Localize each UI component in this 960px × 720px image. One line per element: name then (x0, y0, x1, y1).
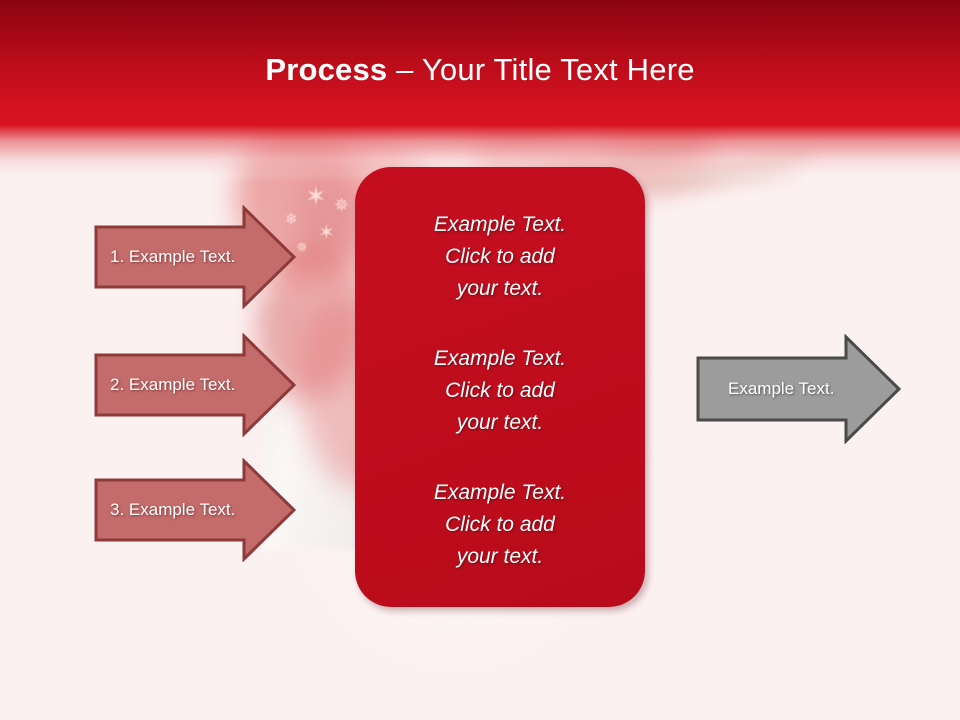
page-title: Process – Your Title Text Here (0, 52, 960, 88)
page-title-strong: Process (265, 52, 388, 87)
panel-text-block-1[interactable]: Example Text. Click to add your text. (433, 213, 567, 301)
snowflake-icon: ✶ (318, 222, 335, 244)
arrow-right-icon (94, 458, 296, 562)
center-content-panel[interactable]: Example Text. Click to add your text. Ex… (355, 167, 645, 607)
arrow-right-icon (94, 205, 296, 309)
snowflake-icon: ✵ (334, 195, 350, 215)
page-title-rest: – Your Title Text Here (387, 52, 695, 87)
snowflake-icon: ✵ (296, 239, 308, 255)
panel-text-block-2[interactable]: Example Text. Click to add your text. (433, 347, 567, 434)
snowflake-icon: ✶ (305, 181, 327, 211)
process-arrow-2[interactable]: 2. Example Text. (94, 333, 296, 437)
arrow-right-icon (94, 333, 296, 437)
header-banner (0, 0, 960, 126)
arrow-right-icon (696, 334, 901, 444)
snowflake-icon: ❄ (285, 211, 298, 228)
process-arrow-1[interactable]: 1. Example Text. (94, 205, 296, 309)
process-arrow-3[interactable]: 3. Example Text. (94, 458, 296, 562)
panel-text-block-3[interactable]: Example Text. Click to add your text. (433, 480, 567, 568)
outcome-arrow[interactable]: Example Text. (696, 334, 901, 444)
